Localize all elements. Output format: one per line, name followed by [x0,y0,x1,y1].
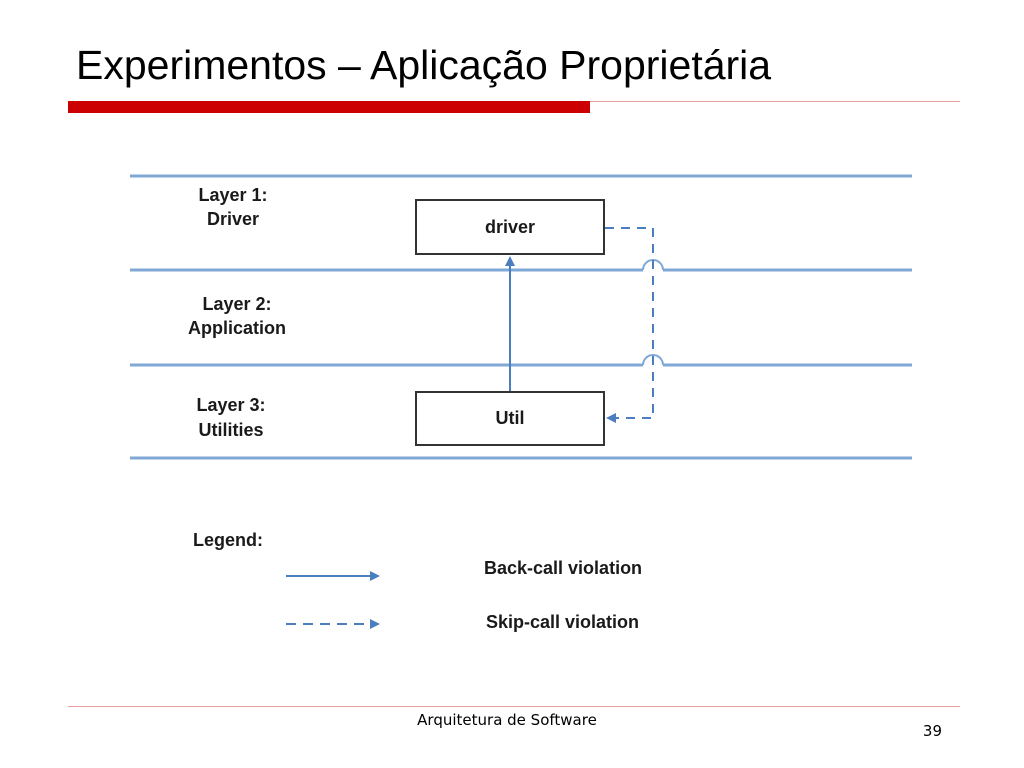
title-underline-thick [68,101,590,113]
legend-back-call-label: Back-call violation [484,558,642,578]
util-component-box [415,391,605,446]
footer-text: Arquitetura de Software [417,711,597,729]
driver-component-box [415,199,605,255]
footer-rule [68,706,960,707]
driver-component-label: driver [485,217,535,237]
layer-3-name: Utilities [198,420,263,440]
page-number: 39 [922,722,942,740]
legend-skip-call-label: Skip-call violation [486,612,639,632]
layer-2-title: Layer 2: [202,294,271,314]
slide-title: Experimentos – Aplicação Proprietária [76,42,772,88]
layer-2-name: Application [188,318,286,338]
layer-3-title: Layer 3: [196,395,265,415]
title-underline-thin [590,101,960,102]
legend-title: Legend: [193,530,263,550]
line-hop-2 [642,354,664,366]
util-component-label: Util [496,408,525,428]
layer-violation-diagram: Layer 1: Driver Layer 2: Application Lay… [130,174,912,632]
layer-1-title: Layer 1: [198,185,267,205]
skip-call-arrow [605,227,654,423]
layer-1-name: Driver [207,209,259,229]
